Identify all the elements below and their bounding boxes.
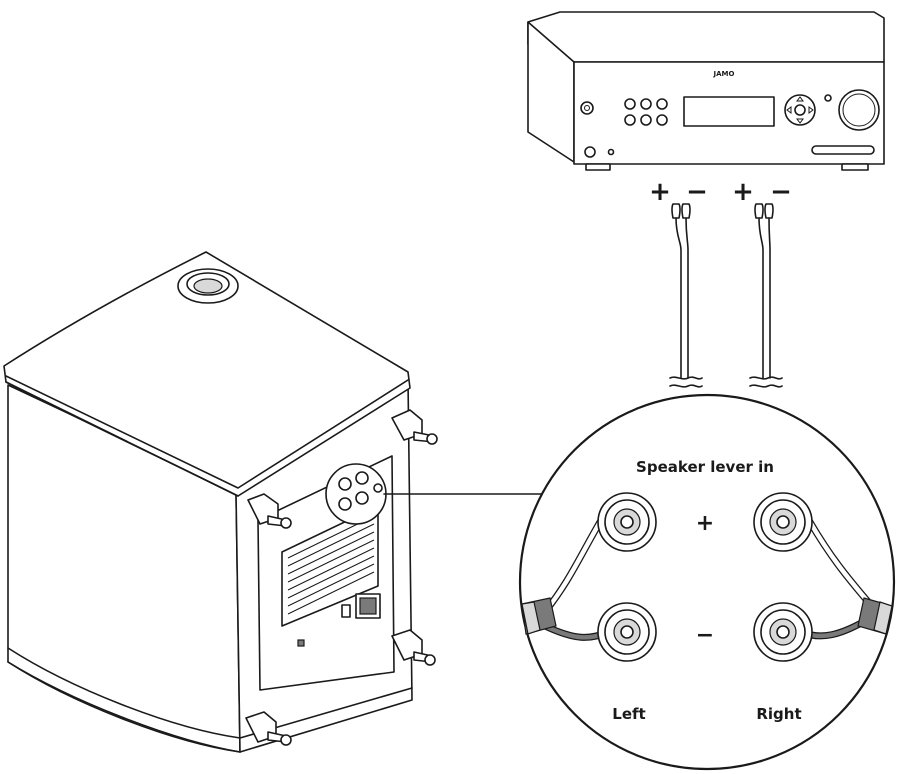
button-grid (624, 98, 668, 126)
volume-knob-icon (838, 89, 880, 131)
power-knob-icon (580, 101, 594, 115)
cable1-minus-label: − (686, 177, 708, 207)
left-positive-terminal-icon (597, 492, 657, 552)
left-label: Left (612, 705, 645, 723)
cable1-plus-label: + (649, 177, 671, 207)
terminal-detail: Speaker lever in (518, 393, 896, 771)
nav-pad-icon (784, 94, 816, 126)
speaker-cable-1 (669, 203, 703, 388)
left-wires (521, 518, 612, 641)
right-negative-terminal-icon (753, 602, 813, 662)
detail-minus-label: − (696, 623, 714, 648)
spike-feet (245, 409, 438, 746)
receiver-brand: JAMO (713, 70, 735, 78)
right-label: Right (756, 705, 801, 723)
receiver-display (683, 96, 775, 127)
subwoofer (3, 251, 438, 753)
cable2-minus-label: − (770, 177, 792, 207)
right-positive-terminal-icon (753, 492, 813, 552)
detail-plus-label: + (696, 511, 714, 536)
speaker-cable-2 (749, 203, 783, 388)
av-receiver: JAMO (527, 11, 885, 171)
cable2-plus-label: + (732, 177, 754, 207)
detail-title: Speaker lever in (636, 458, 774, 476)
terminal-highlight (325, 463, 387, 525)
left-negative-terminal-icon (597, 602, 657, 662)
